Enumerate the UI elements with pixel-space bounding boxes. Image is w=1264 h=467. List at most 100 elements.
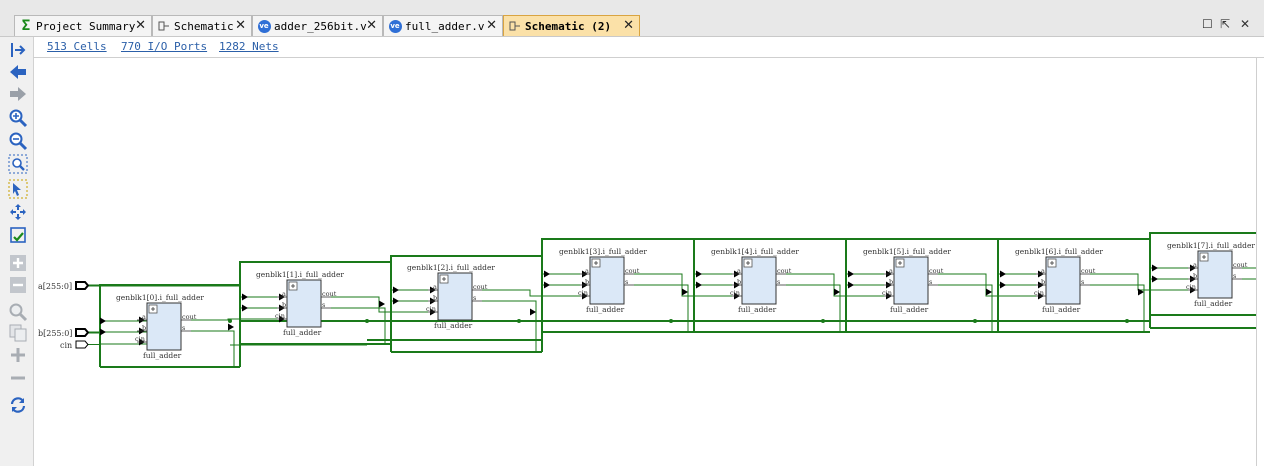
- nets-count-link[interactable]: 1282 Nets: [219, 40, 279, 53]
- full-adder-cell[interactable]: genblk1[2].i_full_adderfull_adderabcinco…: [407, 263, 495, 330]
- close-icon[interactable]: ✕: [235, 18, 246, 33]
- pin-label: b: [1041, 278, 1045, 286]
- pin-label: cin: [1034, 289, 1044, 297]
- pin-label: cin: [275, 312, 285, 320]
- pin-label: b: [1193, 272, 1197, 280]
- bus-tap-arrow: [682, 288, 688, 296]
- remove-icon[interactable]: [8, 368, 28, 388]
- port-a[interactable]: a[255:0]: [38, 281, 90, 291]
- cells-count-link[interactable]: 513 Cells: [47, 40, 107, 53]
- full-adder-cell[interactable]: genblk1[3].i_full_adderfull_adderabcinco…: [559, 247, 647, 314]
- pin-label: cin: [578, 289, 588, 297]
- refresh-icon[interactable]: [8, 395, 28, 415]
- cell-instances: genblk1[0].i_full_adderfull_adderabcinco…: [116, 241, 1255, 360]
- close-icon[interactable]: ✕: [486, 18, 497, 33]
- pin-label: cout: [322, 290, 337, 298]
- port-cin-label: cin: [60, 341, 72, 350]
- pin-label: s: [1233, 272, 1236, 280]
- restore-icon[interactable]: ☐: [1202, 17, 1213, 31]
- pin-label: b: [433, 294, 437, 302]
- full-adder-cell[interactable]: genblk1[5].i_full_adderfull_adderabcinco…: [863, 247, 951, 314]
- plus-glyph: [746, 261, 750, 265]
- full-adder-cell[interactable]: genblk1[6].i_full_adderfull_adderabcinco…: [1015, 247, 1103, 314]
- tab-project-summary[interactable]: Σ Project Summary ✕: [14, 15, 152, 36]
- port-cin[interactable]: cin: [60, 340, 89, 350]
- junction-dot: [228, 319, 232, 323]
- bus-tap-arrow: [848, 281, 854, 289]
- forward-icon[interactable]: [8, 84, 28, 104]
- bus-tap-arrow: [242, 304, 248, 312]
- bus-tap-arrow: [986, 288, 992, 296]
- scrollbar-edge: [1256, 57, 1257, 466]
- bus-tap-arrow: [530, 308, 536, 316]
- copy-icon[interactable]: [8, 323, 28, 343]
- cell-body: [741, 256, 777, 305]
- pin-label: cin: [135, 335, 145, 343]
- regenerate-icon[interactable]: [8, 225, 28, 245]
- bus-tap-arrow: [228, 323, 234, 331]
- pin-label: a: [737, 267, 741, 275]
- full-adder-cell[interactable]: genblk1[4].i_full_adderfull_adderabcinco…: [711, 247, 799, 314]
- editor-tab-bar: Σ Project Summary ✕ Schematic ✕ ve adder…: [0, 0, 1264, 37]
- tab-adder-256bit[interactable]: ve adder_256bit.v ✕: [252, 15, 383, 36]
- junction-dot: [821, 319, 825, 323]
- add-icon[interactable]: [8, 345, 28, 365]
- bus-tap-arrow: [544, 281, 550, 289]
- pin-label: b: [737, 278, 741, 286]
- select-area-icon[interactable]: [8, 179, 28, 199]
- float-icon[interactable]: ⇱: [1220, 17, 1231, 31]
- io-ports-count-link[interactable]: 770 I/O Ports: [121, 40, 208, 53]
- full-adder-cell[interactable]: genblk1[7].i_full_adderfull_adderabcinco…: [1167, 241, 1255, 308]
- pin-label: s: [777, 278, 780, 286]
- close-window-icon[interactable]: ✕: [1240, 17, 1251, 31]
- close-icon[interactable]: ✕: [623, 18, 634, 33]
- tab-label: full_adder.v: [405, 19, 485, 33]
- instance-name: genblk1[6].i_full_adder: [1015, 247, 1103, 256]
- cell-type-label: full_adder: [1194, 299, 1233, 308]
- back-icon[interactable]: [8, 62, 28, 82]
- bus-tap-arrow: [1138, 288, 1144, 296]
- plus-glyph: [1202, 255, 1206, 259]
- zoom-in-icon[interactable]: [8, 108, 28, 128]
- expand-icon[interactable]: [8, 253, 28, 273]
- bus-tap-arrow: [379, 300, 385, 308]
- sigma-icon: Σ: [21, 18, 31, 34]
- bus-tap-arrow: [1000, 270, 1006, 278]
- cell-type-label: full_adder: [586, 305, 625, 314]
- junction-dot: [517, 319, 521, 323]
- schematic-canvas-frame: [33, 57, 1264, 467]
- cell-type-label: full_adder: [283, 328, 322, 337]
- sum-net: [634, 284, 689, 332]
- instance-name: genblk1[2].i_full_adder: [407, 263, 495, 272]
- tab-full-adder[interactable]: ve full_adder.v ✕: [383, 15, 503, 36]
- verilog-file-icon: ve: [388, 19, 402, 33]
- tab-schematic[interactable]: Schematic ✕: [152, 15, 252, 36]
- fit-selection-icon[interactable]: [8, 202, 28, 222]
- cell-type-label: full_adder: [738, 305, 777, 314]
- schematic-icon: [157, 19, 171, 33]
- tab-label: Project Summary: [36, 19, 136, 33]
- expand-to-icon[interactable]: [8, 40, 28, 60]
- full-adder-cell[interactable]: genblk1[0].i_full_adderfull_adderabcinco…: [116, 293, 204, 360]
- instance-name: genblk1[3].i_full_adder: [559, 247, 647, 256]
- zoom-fit-icon[interactable]: [8, 154, 28, 174]
- zoom-out-icon[interactable]: [8, 131, 28, 151]
- close-icon[interactable]: ✕: [135, 18, 146, 33]
- schematic-icon: [508, 19, 522, 33]
- pin-label: b: [282, 301, 286, 309]
- pin-label: a: [433, 283, 437, 291]
- bus-tap-arrow: [1152, 264, 1158, 272]
- junction-dot: [365, 319, 369, 323]
- pin-label: a: [1041, 267, 1045, 275]
- pin-label: b: [889, 278, 893, 286]
- full-adder-cell[interactable]: genblk1[1].i_full_adderfull_adderabcinco…: [256, 270, 344, 337]
- tab-schematic-2[interactable]: Schematic (2) ✕: [503, 15, 640, 36]
- bus-tap-arrow: [1000, 281, 1006, 289]
- sum-net: [938, 284, 993, 332]
- port-b[interactable]: b[255:0]: [38, 328, 90, 338]
- close-icon[interactable]: ✕: [366, 18, 377, 33]
- collapse-icon[interactable]: [8, 275, 28, 295]
- search-icon[interactable]: [8, 302, 28, 322]
- verilog-file-icon: ve: [257, 19, 271, 33]
